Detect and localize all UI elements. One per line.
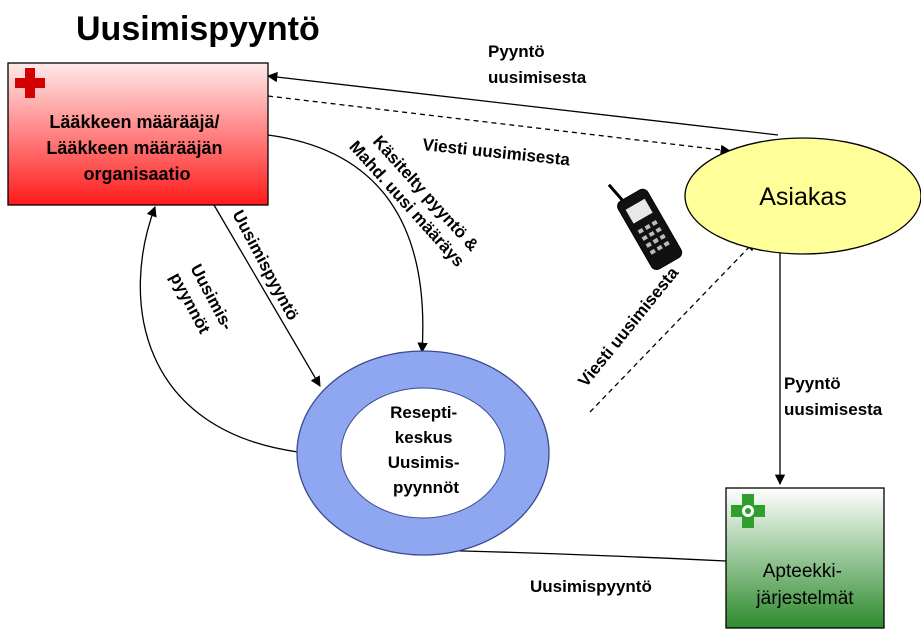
center-label-line-2: keskus	[395, 428, 453, 447]
red-cross-icon	[15, 68, 45, 98]
pharmacy-box: Apteekki- järjestelmät	[725, 487, 885, 629]
customer-node: Asiakas	[684, 137, 921, 255]
center-label: Resepti- keskus Uusimis- pyynnöt	[388, 403, 465, 497]
pharmacy-cross-icon	[731, 494, 765, 528]
prescriber-label-line-2: Lääkkeen määrääjän	[46, 138, 222, 158]
edge-prescriber-to-center-request	[213, 204, 321, 387]
label-customer-to-prescriber-line-2: uusimisesta	[488, 68, 587, 87]
edge-prescriber-to-center-processed	[267, 134, 428, 354]
prescriber-box: Lääkkeen määrääjä/ Lääkkeen määrääjän or…	[7, 62, 269, 206]
label-center-to-prescriber: Uusimis- pyynnöt	[166, 259, 239, 348]
center-label-line-4: pyynnöt	[393, 478, 459, 497]
center-label-line-1: Resepti-	[390, 403, 457, 422]
svg-text:Uusimispyyntö: Uusimispyyntö	[228, 207, 302, 324]
prescriber-label-line-3: organisaatio	[83, 164, 190, 184]
label-prescriber-to-center-request: Uusimispyyntö	[228, 207, 302, 324]
edge-customer-to-prescriber	[266, 71, 779, 136]
prescription-center-node: Resepti- keskus Uusimis- pyynnöt	[296, 350, 550, 556]
label-customer-to-pharmacy-line-1: Pyyntö	[784, 374, 841, 393]
edge-prescriber-to-customer	[267, 95, 732, 156]
edge-center-to-customer	[589, 240, 756, 413]
edge-center-to-prescriber	[139, 206, 299, 453]
prescriber-label-line-1: Lääkkeen määrääjä/	[49, 112, 219, 132]
pharmacy-label-line-1: Apteekki-	[763, 561, 842, 582]
pharmacy-label: Apteekki- järjestelmät	[755, 561, 854, 609]
label-customer-to-pharmacy-line-2: uusimisesta	[784, 400, 883, 419]
pharmacy-label-line-2: järjestelmät	[755, 588, 854, 609]
label-customer-to-prescriber: Pyyntö uusimisesta	[488, 42, 587, 87]
svg-text:Uusimis- pyynnöt: Uusimis- pyynnöt	[166, 259, 239, 348]
edge-pharmacy-to-center	[418, 544, 727, 562]
mobile-phone-icon	[607, 183, 683, 270]
label-pharmacy-to-center: Uusimispyyntö	[530, 577, 652, 596]
prescriber-label: Lääkkeen määrääjä/ Lääkkeen määrääjän or…	[46, 112, 227, 184]
label-customer-to-pharmacy: Pyyntö uusimisesta	[784, 374, 883, 419]
label-prescriber-to-customer-message: Viesti uusimisesta	[422, 135, 572, 169]
center-label-line-3: Uusimis-	[388, 453, 460, 472]
page-title: Uusimispyyntö	[76, 10, 320, 48]
label-customer-to-prescriber-line-1: Pyyntö	[488, 42, 545, 61]
customer-label: Asiakas	[759, 183, 847, 211]
